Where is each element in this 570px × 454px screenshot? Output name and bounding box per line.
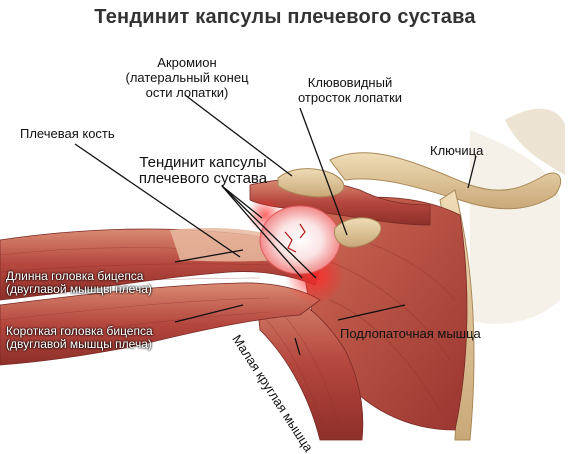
label-biceps-long-head: Длинна головка бицепса (двуглавой мышцы …: [6, 269, 152, 296]
coracoid-bone: [334, 217, 382, 248]
clavicle-top-curve: [505, 108, 565, 175]
joint-capsule: [259, 205, 341, 275]
clavicle-bone: [329, 152, 562, 210]
diagram-title: Тендинит капсулы плечевого сустава: [94, 6, 476, 28]
capsule-tears: [284, 223, 306, 253]
scapula-shape: [470, 130, 560, 324]
label-coracoid: Клювовидный отросток лопатки: [297, 75, 403, 105]
label-humerus: Плечевая кость: [20, 126, 115, 141]
label-acromion: Акромион (латеральный конец ости лопатки…: [125, 55, 249, 100]
label-biceps-short-head: Короткая головка бицепса (двуглавой мышц…: [6, 324, 153, 351]
label-subscapularis: Подлопаточная мышца: [340, 326, 481, 341]
label-tendinitis: Тендинит капсулы плечевого сустава: [138, 154, 268, 187]
humerus-bone: [170, 228, 280, 262]
acromion-bone: [277, 168, 345, 198]
biceps-short-head-muscle: [0, 282, 321, 366]
label-clavicle: Ключица: [430, 143, 484, 158]
leader-lines: [74, 94, 477, 356]
